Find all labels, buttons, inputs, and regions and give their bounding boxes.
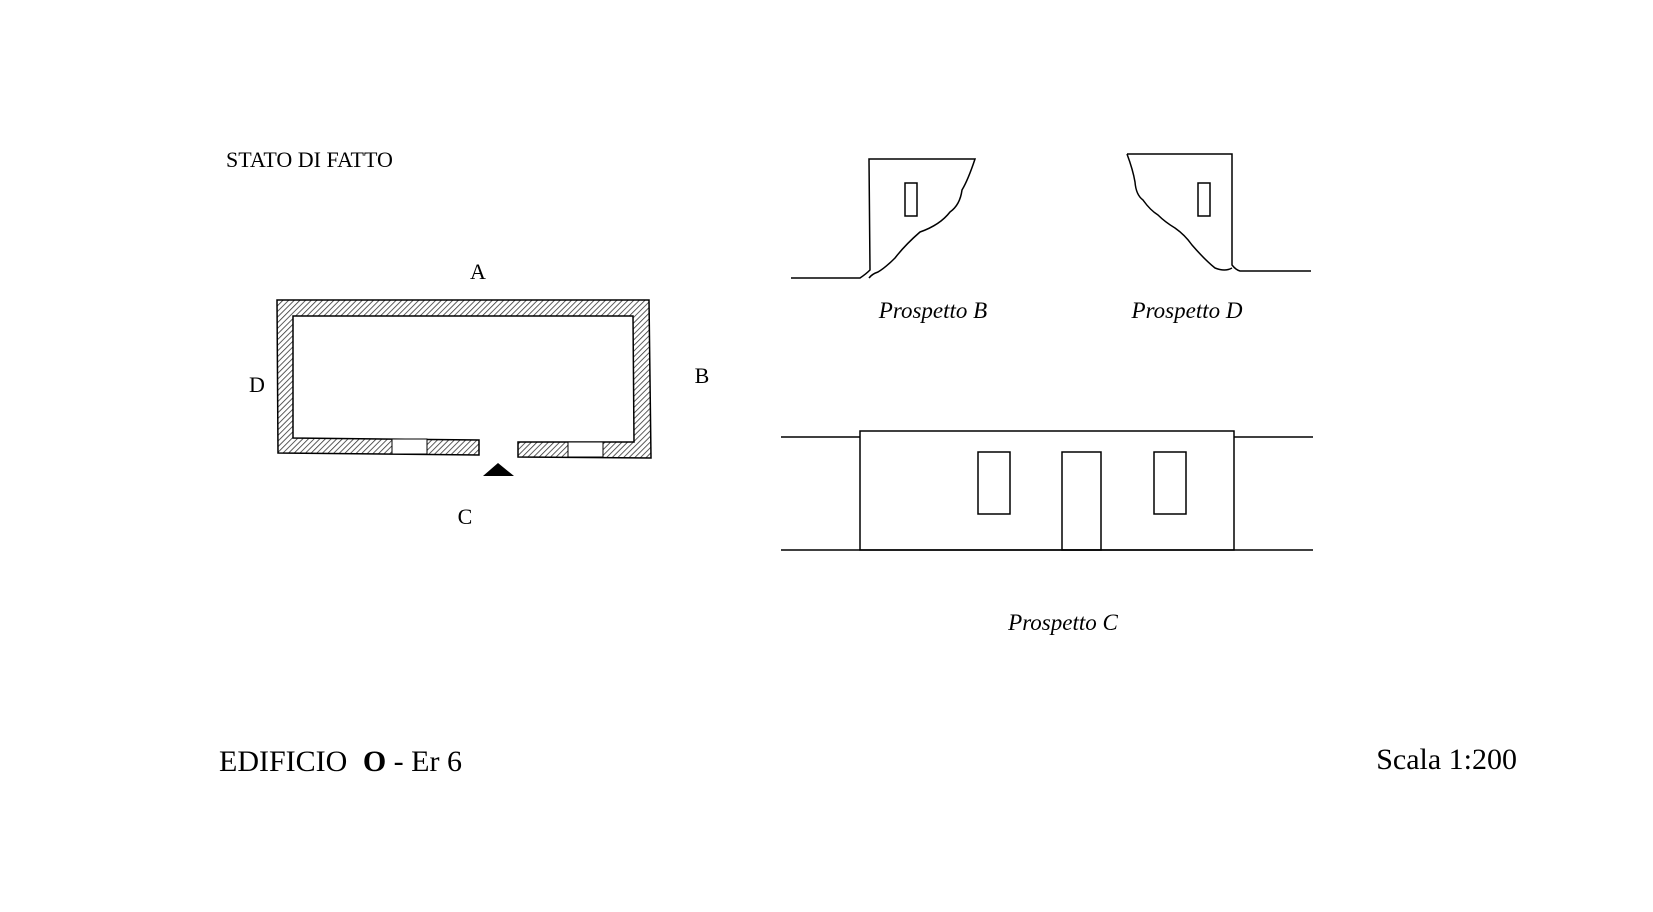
building-caption: EDIFICIO O - Er 6 [219,745,462,778]
elevation-d: Prospetto D [1126,153,1311,323]
floor-plan: A B C D [249,259,709,529]
elevation-c: Prospetto C [781,430,1313,635]
plan-window-left [391,438,428,455]
sheet-title: STATO DI FATTO [226,147,393,172]
plan-label-c: C [458,504,473,529]
elevation-b-window [904,182,918,217]
elevation-d-window [1197,182,1211,217]
elevation-c-facade [859,430,1235,551]
elevation-c-door [1061,451,1102,551]
elevation-c-window-right [1153,451,1187,515]
elevation-c-label: Prospetto C [1007,610,1118,635]
building-suffix: - Er 6 [394,745,462,778]
elevation-d-label: Prospetto D [1131,298,1243,323]
plan-label-a: A [470,259,486,284]
plan-wall-main [276,299,652,459]
plan-label-b: B [695,363,710,388]
plan-window-right [567,441,604,458]
plan-label-d: D [249,372,265,397]
building-prefix: EDIFICIO [219,745,347,778]
elevation-c-window-left [977,451,1011,515]
building-id: O [363,745,386,778]
elevation-b-label: Prospetto B [878,298,987,323]
entrance-arrow-icon [483,463,514,476]
scale-label: Scala 1:200 [1376,743,1517,776]
elevation-b: Prospetto B [791,158,987,323]
